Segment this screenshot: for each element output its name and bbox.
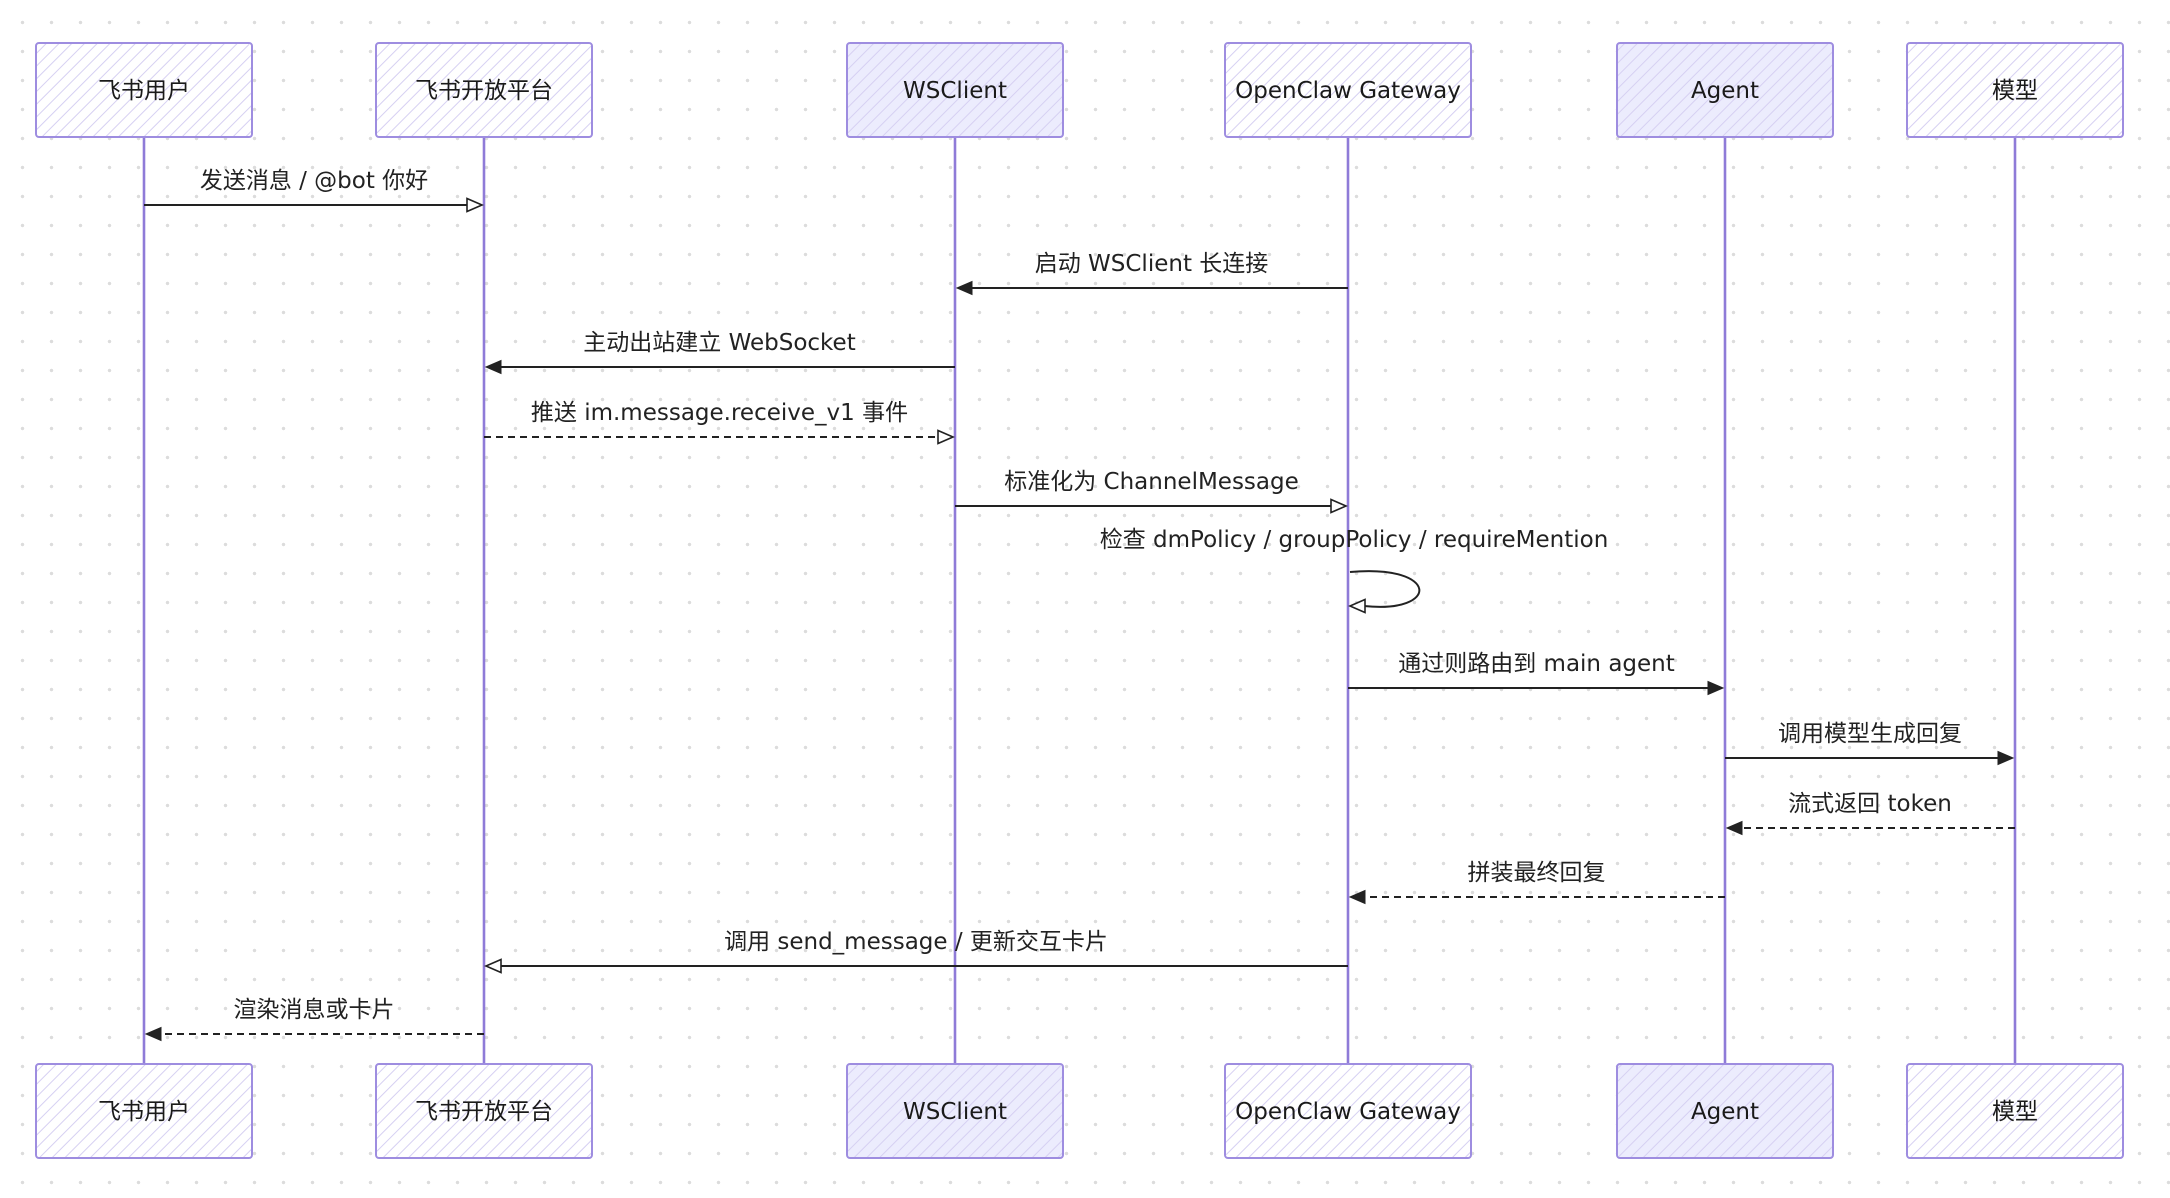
- message-9: 流式返回 token: [1725, 791, 2015, 836]
- message-label: 检查 dmPolicy / groupPolicy / requireMenti…: [1100, 527, 1609, 553]
- participant-boxes: 飞书用户飞书用户飞书开放平台飞书开放平台WSClientWSClientOpen…: [35, 42, 2124, 1159]
- arrowhead-open: [1347, 598, 1366, 614]
- arrowhead-open: [483, 958, 502, 974]
- message-2: 启动 WSClient 长连接: [955, 251, 1348, 296]
- participant-label: Agent: [1691, 1099, 1759, 1125]
- message-label: 通过则路由到 main agent: [1398, 651, 1675, 677]
- box-hatch: [1908, 44, 2122, 136]
- box-hatch: [1226, 44, 1470, 136]
- message-8: 调用模型生成回复: [1725, 721, 2015, 766]
- participant-top-openclaw-gateway: OpenClaw Gateway: [1224, 42, 1472, 138]
- message-3: 主动出站建立 WebSocket: [484, 330, 955, 375]
- participant-label: Agent: [1691, 78, 1759, 104]
- message-11: 调用 send_message / 更新交互卡片: [483, 929, 1348, 974]
- self-loop-line: [1349, 570, 1421, 608]
- message-10: 拼装最终回复: [1348, 860, 1725, 905]
- participant-label: 飞书用户: [98, 78, 190, 104]
- box-hatch: [848, 44, 1062, 136]
- box-hatch: [37, 44, 251, 136]
- message-label: 拼装最终回复: [1468, 860, 1606, 886]
- participant-top-agent: Agent: [1616, 42, 1834, 138]
- message-12: 渲染消息或卡片: [144, 997, 484, 1042]
- message-label: 调用模型生成回复: [1778, 721, 1962, 747]
- message-1: 发送消息 / @bot 你好: [144, 168, 485, 213]
- participant-label: 飞书开放平台: [415, 1099, 553, 1125]
- participant-label: WSClient: [903, 78, 1007, 104]
- lifelines: [142, 137, 2017, 1064]
- participant-bottom-wsclient: WSClient: [846, 1063, 1064, 1159]
- participant-bottom-openclaw-gateway: OpenClaw Gateway: [1224, 1063, 1472, 1159]
- box-hatch: [377, 1065, 591, 1157]
- message-label: 调用 send_message / 更新交互卡片: [724, 929, 1108, 955]
- message-label: 启动 WSClient 长连接: [1035, 251, 1269, 277]
- box-hatch: [848, 1065, 1062, 1157]
- participant-bottom-feishu-user: 飞书用户: [35, 1063, 253, 1159]
- box-hatch: [1618, 44, 1832, 136]
- box-hatch: [1226, 1065, 1470, 1157]
- box-hatch: [37, 1065, 251, 1157]
- message-label: 渲染消息或卡片: [234, 997, 395, 1023]
- participant-label: 模型: [1992, 1099, 2038, 1125]
- message-label: 标准化为 ChannelMessage: [1004, 469, 1299, 495]
- participant-top-feishu-user: 飞书用户: [35, 42, 253, 138]
- message-label: 主动出站建立 WebSocket: [583, 330, 855, 356]
- message-label: 流式返回 token: [1788, 791, 1952, 817]
- arrowhead-filled: [955, 280, 973, 296]
- participant-bottom-feishu-platform: 飞书开放平台: [375, 1063, 593, 1159]
- arrowhead-open: [466, 197, 485, 213]
- participant-label: OpenClaw Gateway: [1235, 1099, 1461, 1125]
- participant-label: 飞书用户: [98, 1099, 190, 1125]
- participant-top-feishu-platform: 飞书开放平台: [375, 42, 593, 138]
- box-hatch: [377, 44, 591, 136]
- participant-top-model: 模型: [1906, 42, 2124, 138]
- arrowhead-filled: [144, 1026, 162, 1042]
- participant-label: WSClient: [903, 1099, 1007, 1125]
- message-4: 推送 im.message.receive_v1 事件: [484, 400, 956, 445]
- box-hatch: [1618, 1065, 1832, 1157]
- participant-label: 飞书开放平台: [415, 78, 553, 104]
- participant-label: 模型: [1992, 78, 2038, 104]
- participant-top-wsclient: WSClient: [846, 42, 1064, 138]
- arrowhead-filled: [1348, 889, 1366, 905]
- arrowhead-filled: [1725, 820, 1743, 836]
- message-6: 检查 dmPolicy / groupPolicy / requireMenti…: [1100, 527, 1609, 614]
- arrowhead-open: [1330, 498, 1349, 514]
- arrowhead-filled: [484, 359, 502, 375]
- message-5: 标准化为 ChannelMessage: [955, 469, 1349, 514]
- message-label: 发送消息 / @bot 你好: [200, 168, 428, 194]
- arrowhead-open: [937, 429, 956, 445]
- arrowhead-filled: [1997, 750, 2015, 766]
- participant-bottom-model: 模型: [1906, 1063, 2124, 1159]
- box-hatch: [1908, 1065, 2122, 1157]
- participant-label: OpenClaw Gateway: [1235, 78, 1461, 104]
- message-7: 通过则路由到 main agent: [1348, 651, 1725, 696]
- arrowhead-filled: [1707, 680, 1725, 696]
- participant-bottom-agent: Agent: [1616, 1063, 1834, 1159]
- message-label: 推送 im.message.receive_v1 事件: [531, 400, 908, 426]
